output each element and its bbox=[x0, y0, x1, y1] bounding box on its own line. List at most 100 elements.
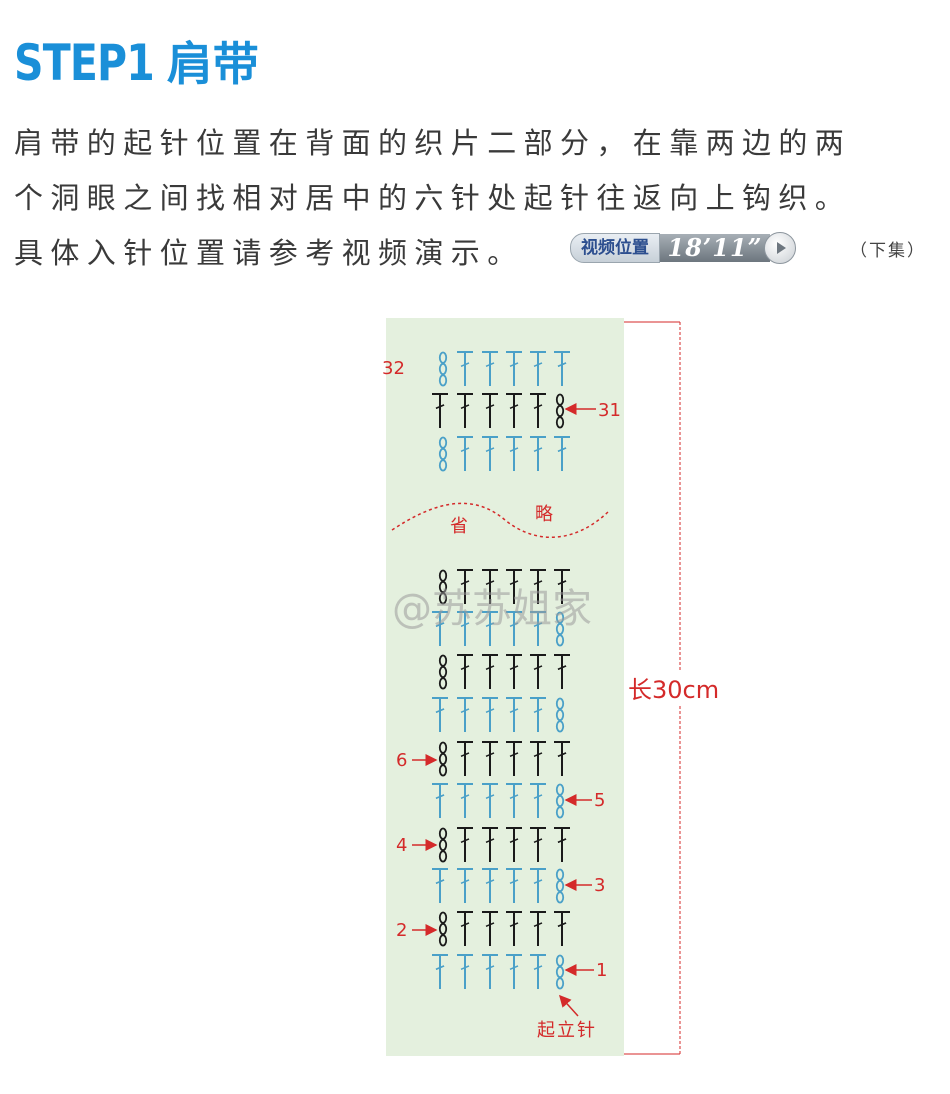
row-label-1: 1 bbox=[596, 960, 607, 981]
double-crochet-stitch bbox=[482, 569, 498, 604]
double-crochet-stitch bbox=[506, 436, 522, 471]
double-crochet-stitch bbox=[482, 954, 498, 989]
row-label-32: 32 bbox=[382, 358, 405, 379]
description-line-2: 个洞眼之间找相对居中的六针处起针往返向上钩织。 bbox=[14, 181, 852, 215]
double-crochet-stitch bbox=[457, 436, 473, 471]
turning-chain bbox=[555, 697, 565, 733]
row-label-4: 4 bbox=[396, 835, 407, 856]
turning-chain bbox=[438, 436, 448, 472]
double-crochet-stitch bbox=[457, 393, 473, 428]
turning-chain bbox=[555, 611, 565, 647]
double-crochet-stitch bbox=[506, 827, 522, 862]
video-part-note: （下集） bbox=[850, 241, 926, 261]
turning-chain bbox=[438, 911, 448, 947]
double-crochet-stitch bbox=[457, 868, 473, 903]
double-crochet-stitch bbox=[530, 351, 546, 386]
double-crochet-stitch bbox=[530, 654, 546, 689]
double-crochet-stitch bbox=[554, 436, 570, 471]
double-crochet-stitch bbox=[506, 611, 522, 646]
row-label-2: 2 bbox=[396, 920, 407, 941]
turning-chain bbox=[438, 654, 448, 690]
double-crochet-stitch bbox=[506, 783, 522, 818]
double-crochet-stitch bbox=[506, 954, 522, 989]
double-crochet-stitch bbox=[482, 868, 498, 903]
double-crochet-stitch bbox=[457, 611, 473, 646]
double-crochet-stitch bbox=[482, 436, 498, 471]
turning-chain bbox=[438, 569, 448, 605]
double-crochet-stitch bbox=[530, 569, 546, 604]
double-crochet-stitch bbox=[506, 697, 522, 732]
double-crochet-stitch bbox=[506, 911, 522, 946]
double-crochet-stitch bbox=[554, 827, 570, 862]
double-crochet-stitch bbox=[432, 611, 448, 646]
double-crochet-stitch bbox=[457, 954, 473, 989]
arrow-row-32 bbox=[0, 0, 436, 368]
watermark: @苏苏姐家 bbox=[392, 586, 592, 632]
turning-chain bbox=[555, 954, 565, 990]
double-crochet-stitch bbox=[482, 827, 498, 862]
double-crochet-stitch bbox=[457, 827, 473, 862]
double-crochet-stitch bbox=[506, 351, 522, 386]
double-crochet-stitch bbox=[432, 697, 448, 732]
play-icon[interactable] bbox=[764, 232, 796, 264]
stitch-rows bbox=[432, 351, 570, 990]
double-crochet-stitch bbox=[506, 569, 522, 604]
double-crochet-stitch bbox=[554, 654, 570, 689]
double-crochet-stitch bbox=[482, 654, 498, 689]
description-line-3: 具体入针位置请参考视频演示。 bbox=[14, 236, 524, 270]
row-label-3: 3 bbox=[594, 875, 605, 896]
double-crochet-stitch bbox=[506, 393, 522, 428]
double-crochet-stitch bbox=[554, 569, 570, 604]
double-crochet-stitch bbox=[482, 393, 498, 428]
double-crochet-stitch bbox=[530, 783, 546, 818]
double-crochet-stitch bbox=[530, 393, 546, 428]
double-crochet-stitch bbox=[530, 741, 546, 776]
row-label-31: 31 bbox=[598, 400, 621, 421]
double-crochet-stitch bbox=[457, 351, 473, 386]
length-label: 长30cm bbox=[628, 676, 719, 704]
step-name: 肩带 bbox=[166, 37, 259, 91]
turning-chain bbox=[438, 741, 448, 777]
double-crochet-stitch bbox=[506, 654, 522, 689]
double-crochet-stitch bbox=[457, 569, 473, 604]
description-line-1: 肩带的起针位置在背面的织片二部分，在靠两边的两 bbox=[14, 126, 852, 160]
double-crochet-stitch bbox=[432, 868, 448, 903]
double-crochet-stitch bbox=[457, 654, 473, 689]
double-crochet-stitch bbox=[554, 741, 570, 776]
double-crochet-stitch bbox=[482, 697, 498, 732]
turning-chain bbox=[555, 393, 565, 429]
double-crochet-stitch bbox=[530, 827, 546, 862]
start-chain-label: 起立针 bbox=[537, 1020, 597, 1041]
turning-chain bbox=[555, 783, 565, 819]
double-crochet-stitch bbox=[482, 783, 498, 818]
double-crochet-stitch bbox=[432, 954, 448, 989]
video-position-badge[interactable]: 视频位置 18’11” bbox=[570, 231, 840, 265]
video-time: 18’11” bbox=[660, 234, 770, 262]
chart-panel bbox=[386, 318, 624, 1056]
double-crochet-stitch bbox=[554, 911, 570, 946]
double-crochet-stitch bbox=[457, 697, 473, 732]
double-crochet-stitch bbox=[432, 393, 448, 428]
double-crochet-stitch bbox=[482, 741, 498, 776]
omitted-label-right: 略 bbox=[535, 504, 553, 525]
turning-chain bbox=[555, 868, 565, 904]
double-crochet-stitch bbox=[457, 741, 473, 776]
row-label-5: 5 bbox=[594, 790, 605, 811]
omitted-label-left: 省 bbox=[450, 516, 468, 537]
turning-chain bbox=[438, 351, 448, 387]
double-crochet-stitch bbox=[530, 611, 546, 646]
double-crochet-stitch bbox=[457, 911, 473, 946]
double-crochet-stitch bbox=[530, 868, 546, 903]
double-crochet-stitch bbox=[530, 436, 546, 471]
double-crochet-stitch bbox=[432, 783, 448, 818]
double-crochet-stitch bbox=[506, 868, 522, 903]
turning-chain bbox=[438, 827, 448, 863]
row-label-6: 6 bbox=[396, 750, 407, 771]
double-crochet-stitch bbox=[530, 911, 546, 946]
double-crochet-stitch bbox=[506, 741, 522, 776]
arrow-start-chain bbox=[558, 994, 579, 1017]
double-crochet-stitch bbox=[554, 351, 570, 386]
step-number: STEP1 bbox=[14, 34, 155, 92]
double-crochet-stitch bbox=[482, 611, 498, 646]
